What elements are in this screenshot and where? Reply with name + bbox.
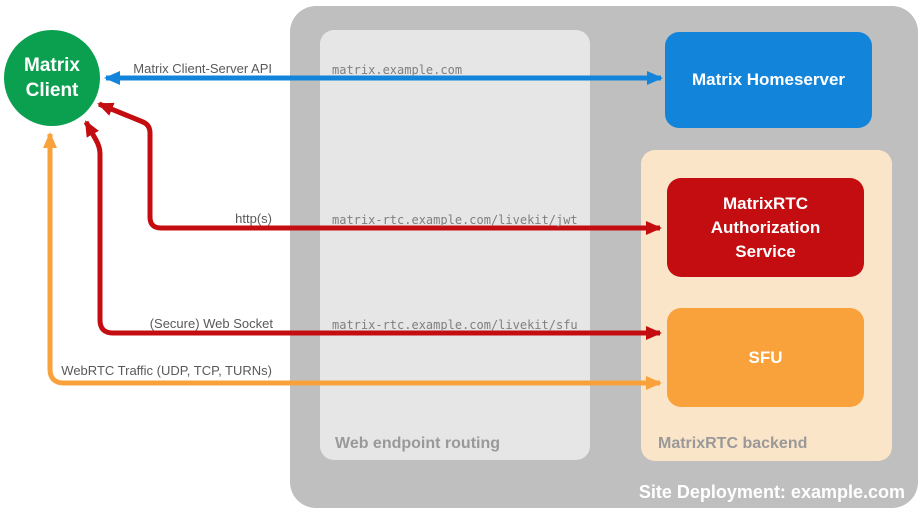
matrix-client-node: Matrix Client (4, 30, 100, 126)
matrix-client-label-line1: Matrix (24, 55, 80, 76)
https-arrow-label: http(s) (235, 211, 272, 226)
websocket-arrow-label: (Secure) Web Socket (149, 316, 273, 331)
endpoint-livekit-jwt: matrix-rtc.example.com/livekit/jwt (332, 213, 578, 227)
webrtc-traffic-arrow-label: WebRTC Traffic (UDP, TCP, TURNs) (61, 363, 272, 378)
sfu-label: SFU (748, 347, 783, 367)
matrixrtc-backend-title: MatrixRTC backend (658, 435, 808, 452)
matrix-homeserver-node: Matrix Homeserver (665, 32, 872, 128)
client-server-api-arrow-label: Matrix Client-Server API (133, 61, 272, 76)
site-deployment-title: Site Deployment: example.com (638, 482, 905, 502)
endpoint-livekit-sfu: matrix-rtc.example.com/livekit/sfu (332, 318, 578, 332)
matrix-homeserver-label: Matrix Homeserver (691, 70, 846, 89)
matrix-client-label-line2: Client (25, 80, 79, 101)
matrixrtc-auth-service-node: MatrixRTC Authorization Service (667, 178, 864, 277)
matrixrtc-auth-service-label: MatrixRTC Authorization Service (710, 193, 821, 261)
web-endpoint-routing-title: Web endpoint routing (335, 435, 501, 452)
web-endpoint-routing-box (320, 30, 590, 460)
endpoint-matrix-example-com: matrix.example.com (332, 63, 463, 77)
sfu-node: SFU (667, 308, 864, 407)
